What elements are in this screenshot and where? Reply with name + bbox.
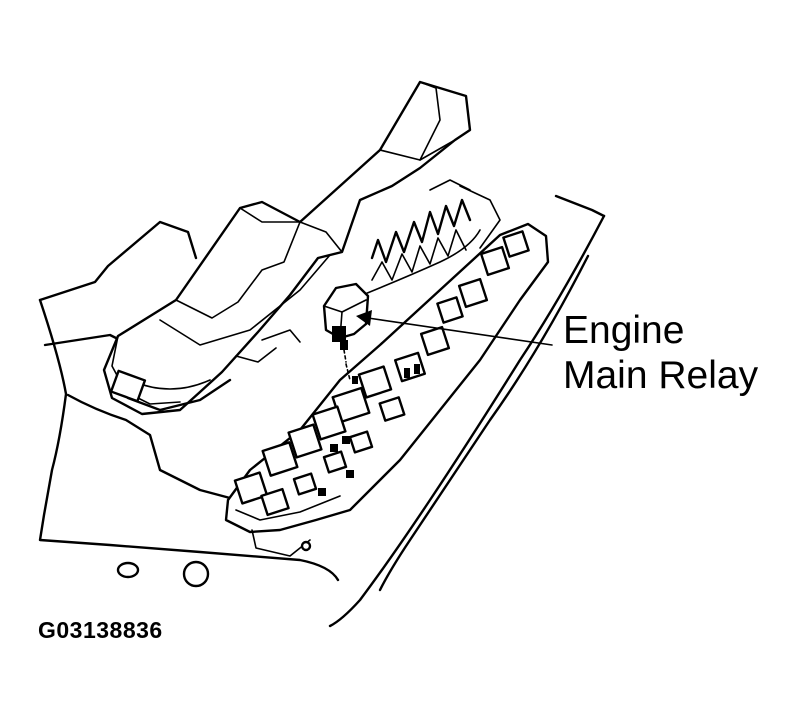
intake-cover [102, 80, 472, 416]
callout-line-1: Engine [563, 309, 685, 352]
engine-main-relay [322, 282, 370, 381]
callout-line-2: Main Relay [563, 354, 759, 397]
figure-id: G03138836 [38, 617, 163, 643]
engine-main-relay-label: Engine Main Relay [563, 308, 758, 398]
intake-manifold [349, 179, 501, 301]
fender-outline [38, 194, 606, 628]
callout-leader-line [356, 310, 553, 346]
mount-holes [116, 540, 312, 588]
relay-cluster [233, 230, 530, 517]
